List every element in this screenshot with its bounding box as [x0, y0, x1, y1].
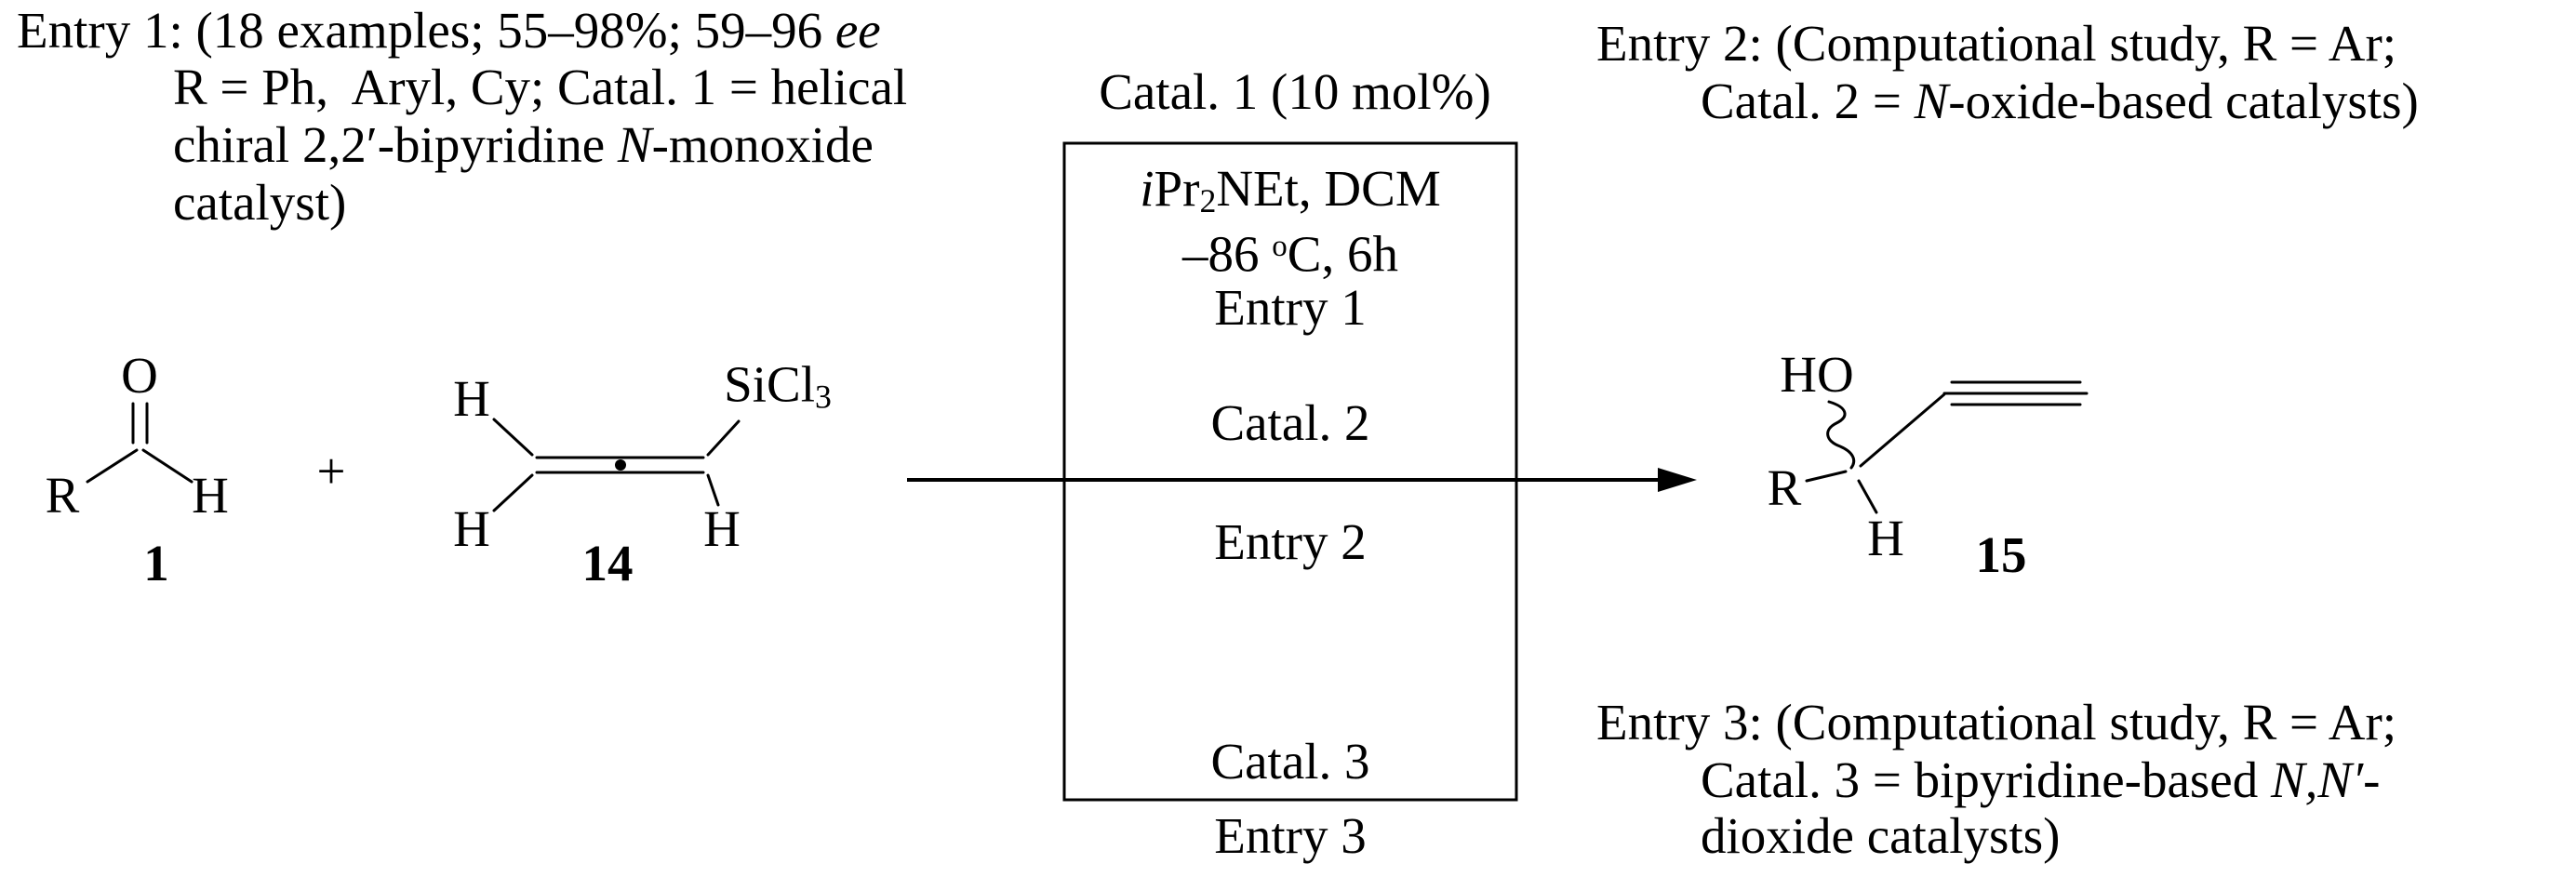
- entry1-note-line2: R = Ph, Aryl, Cy; Catal. 1 = helical: [173, 59, 908, 115]
- allene-h-bottom-right-label: H: [703, 500, 741, 557]
- allene-central-carbon-dot: [615, 459, 626, 471]
- entry3-note-line2-nn: N,N′: [2270, 751, 2364, 808]
- conditions-ipr-sub: 2: [1199, 182, 1217, 220]
- product-h-label: H: [1867, 510, 1904, 566]
- conditions-ipr-i: i: [1140, 160, 1155, 217]
- product-15-bonds: [1805, 380, 2089, 514]
- aldehyde-oxygen-label: O: [121, 347, 158, 404]
- entry2-note-line2-suffix: -oxide-based catalysts): [1948, 73, 2419, 129]
- aldehyde-c-h-bond: [141, 448, 194, 484]
- conditions-temperature-line: –86 oC, 6h: [1182, 218, 1398, 284]
- entry1-note-line4: catalyst): [173, 174, 347, 231]
- conditions-entry1-label: Entry 1: [1214, 279, 1367, 336]
- aldehyde-h-label: H: [192, 467, 229, 524]
- conditions-temp-value: –86: [1182, 225, 1273, 283]
- conditions-temp-unit: C, 6h: [1287, 225, 1398, 283]
- allene-sicl3-text: SiCl: [724, 355, 815, 413]
- entry3-note-line2-suffix: -: [2363, 751, 2381, 808]
- conditions-entry2-label: Entry 2: [1214, 513, 1367, 570]
- allene-h-bottom-left-bond: [492, 473, 534, 512]
- allene-h-top-left-label: H: [453, 370, 490, 427]
- reaction-arrow-head: [1658, 468, 1697, 492]
- compound-1-number: 1: [143, 535, 169, 591]
- aldehyde-1-bonds: [86, 402, 194, 484]
- entry1-note-line3: chiral 2,2′-bipyridine N-monoxide: [173, 116, 874, 174]
- product-c-ch2-bond: [1859, 392, 1946, 468]
- entry1-note-ee: ee: [834, 2, 881, 59]
- entry2-note-line2: Catal. 2 = N-oxide-based catalysts): [1701, 73, 2419, 130]
- conditions-catal2-label: Catal. 2: [1210, 394, 1370, 451]
- entry1-note-line3-n: N: [617, 116, 652, 173]
- aldehyde-c-r-bond: [86, 448, 139, 484]
- conditions-entry3-label: Entry 3: [1214, 807, 1367, 864]
- entry1-note-line3-text: chiral 2,2′-bipyridine: [173, 116, 618, 173]
- product-c-h-bond: [1857, 479, 1878, 514]
- product-r-label: R: [1767, 459, 1802, 516]
- allene-14-bonds: [492, 418, 741, 512]
- entry3-note-line3: dioxide catalysts): [1701, 807, 2061, 864]
- conditions-base-solvent-line: iPr2NEt, DCM: [1140, 160, 1440, 230]
- allene-sicl3-bond: [706, 419, 741, 457]
- entry3-note-line2-text: Catal. 3 = bipyridine-based: [1701, 751, 2271, 808]
- conditions-degree-symbol: o: [1272, 230, 1288, 263]
- entry1-note-line1-text: Entry 1: (18 examples; 55–98%; 59–96: [17, 2, 835, 59]
- compound-14-number: 14: [581, 535, 634, 591]
- conditions-box: [1062, 141, 1518, 802]
- reaction-arrow: [907, 468, 1697, 492]
- entry2-note-line2-text: Catal. 2 =: [1701, 73, 1915, 129]
- entry3-note-line1: Entry 3: (Computational study, R = Ar;: [1596, 694, 2397, 751]
- product-wavy-oh-bond: [1826, 400, 1856, 470]
- conditions-ipr-pr: Pr: [1154, 160, 1200, 217]
- entry1-note-line3-suffix: -monoxide: [651, 116, 874, 173]
- allene-h-top-left-bond: [492, 418, 534, 457]
- conditions-base-rest: NEt, DCM: [1216, 160, 1441, 217]
- entry3-note-line2: Catal. 3 = bipyridine-based N,N′-: [1701, 751, 2380, 809]
- conditions-catalyst-line: Catal. 1 (10 mol%): [1099, 63, 1491, 120]
- product-ho-label: HO: [1780, 346, 1854, 403]
- allene-sicl3-label: SiCl3: [724, 355, 832, 425]
- entry2-note-line1: Entry 2: (Computational study, R = Ar;: [1596, 15, 2397, 72]
- entry1-note-line1: Entry 1: (18 examples; 55–98%; 59–96 ee: [17, 2, 881, 60]
- conditions-catal3-label: Catal. 3: [1210, 733, 1370, 790]
- allene-sicl3-sub: 3: [814, 378, 832, 416]
- aldehyde-r-label: R: [45, 467, 80, 524]
- entry2-note-line2-n: N: [1914, 73, 1949, 129]
- compound-15-number: 15: [1975, 526, 2027, 583]
- product-c-r-bond: [1805, 470, 1848, 483]
- plus-sign: +: [316, 443, 346, 499]
- allene-h-bottom-right-bond: [706, 473, 720, 507]
- allene-h-bottom-left-label: H: [453, 500, 490, 557]
